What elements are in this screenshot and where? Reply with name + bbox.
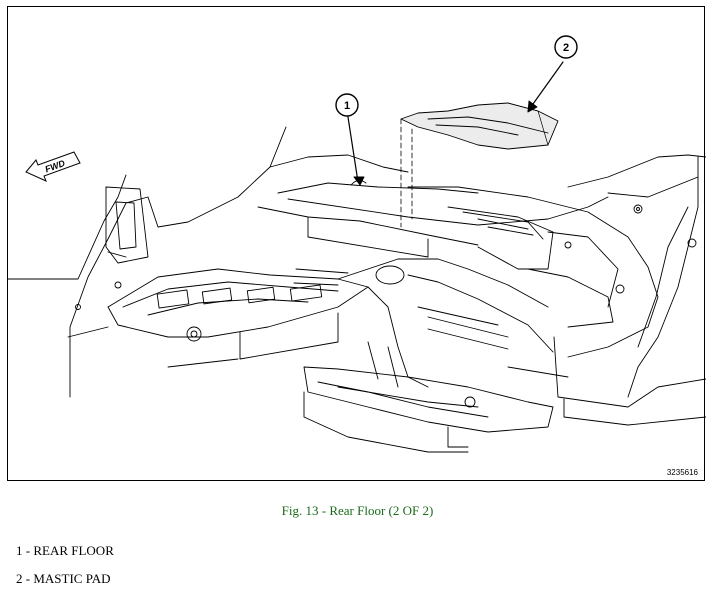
figure-number: 3235616: [666, 468, 698, 477]
right-side-wall: [567, 154, 706, 188]
callout-1-label: 1: [344, 100, 350, 112]
fwd-arrow-icon: FWD: [25, 151, 81, 182]
rear-floor-illustration: FWD 1 2: [8, 35, 706, 453]
left-side-wall: [9, 174, 127, 280]
legend-item-mastic-pad: 2 - MASTIC PAD: [16, 571, 111, 586]
legend-item-rear-floor: 1 - REAR FLOOR: [16, 543, 114, 558]
figure-caption: Fig. 13 - Rear Floor (2 OF 2): [281, 503, 434, 518]
callout-2: 2: [554, 35, 578, 59]
mastic-pad: [400, 102, 559, 150]
cross-member: [277, 182, 479, 194]
rear-floor: [337, 258, 549, 308]
callout-1: 1: [335, 93, 359, 117]
diagram-frame: FWD 1 2 3235616: [7, 6, 706, 481]
rear-lower-pan: [303, 366, 554, 433]
left-floor-pan: [107, 268, 369, 338]
callout-2-label: 2: [563, 42, 569, 54]
